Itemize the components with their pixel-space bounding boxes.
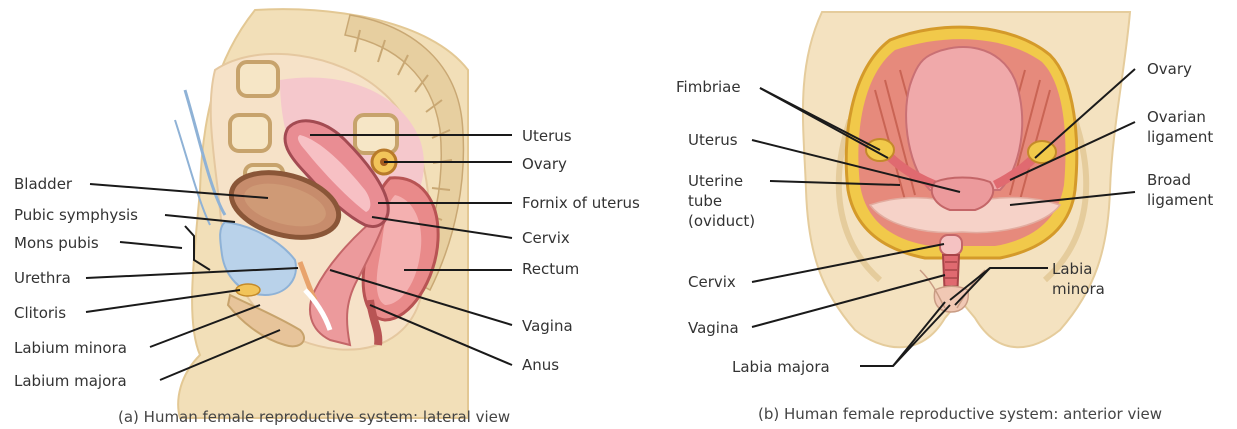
label-uterus-a: Uterus: [522, 127, 572, 145]
label-labia-majora: Labia majora: [732, 358, 830, 376]
label-rectum: Rectum: [522, 260, 579, 278]
label-bladder: Bladder: [14, 175, 73, 193]
label-mons-pubis: Mons pubis: [14, 234, 99, 252]
uterus-small-b: [932, 178, 993, 211]
label-fimbriae: Fimbriae: [676, 78, 741, 96]
label-uterine-tube-line1: Uterine: [688, 172, 743, 190]
label-broad-ligament-line1: Broad: [1147, 171, 1191, 189]
label-urethra: Urethra: [14, 269, 71, 287]
leader-mons-pubis: [120, 242, 182, 248]
label-ovary-b: Ovary: [1147, 60, 1192, 78]
label-cervix-a: Cervix: [522, 229, 570, 247]
label-cervix-b: Cervix: [688, 273, 736, 291]
label-ovary-a: Ovary: [522, 155, 567, 173]
label-ovarian-ligament-line1: Ovarian: [1147, 108, 1206, 126]
label-ovarian-ligament-line2: ligament: [1147, 128, 1213, 146]
label-vagina-b: Vagina: [688, 319, 739, 337]
label-pubic-symphysis: Pubic symphysis: [14, 206, 138, 224]
label-uterus-b: Uterus: [688, 131, 738, 149]
label-broad-ligament-line2: ligament: [1147, 191, 1213, 209]
label-labia-minora-line1: Labia: [1052, 260, 1092, 278]
label-clitoris: Clitoris: [14, 304, 66, 322]
label-vagina-a: Vagina: [522, 317, 573, 335]
caption-lateral: (a) Human female reproductive system: la…: [118, 408, 510, 426]
label-labium-minora: Labium minora: [14, 339, 127, 357]
label-anus: Anus: [522, 356, 559, 374]
label-uterine-tube-line2: tube: [688, 192, 722, 210]
label-labium-majora: Labium majora: [14, 372, 127, 390]
caption-anterior: (b) Human female reproductive system: an…: [758, 405, 1162, 423]
label-labia-minora-line2: minora: [1052, 280, 1105, 298]
lateral-view-illustration: [175, 9, 468, 418]
uterus-body-b: [906, 47, 1022, 190]
label-uterine-tube-line3: (oviduct): [688, 212, 755, 230]
label-fornix: Fornix of uterus: [522, 194, 640, 212]
